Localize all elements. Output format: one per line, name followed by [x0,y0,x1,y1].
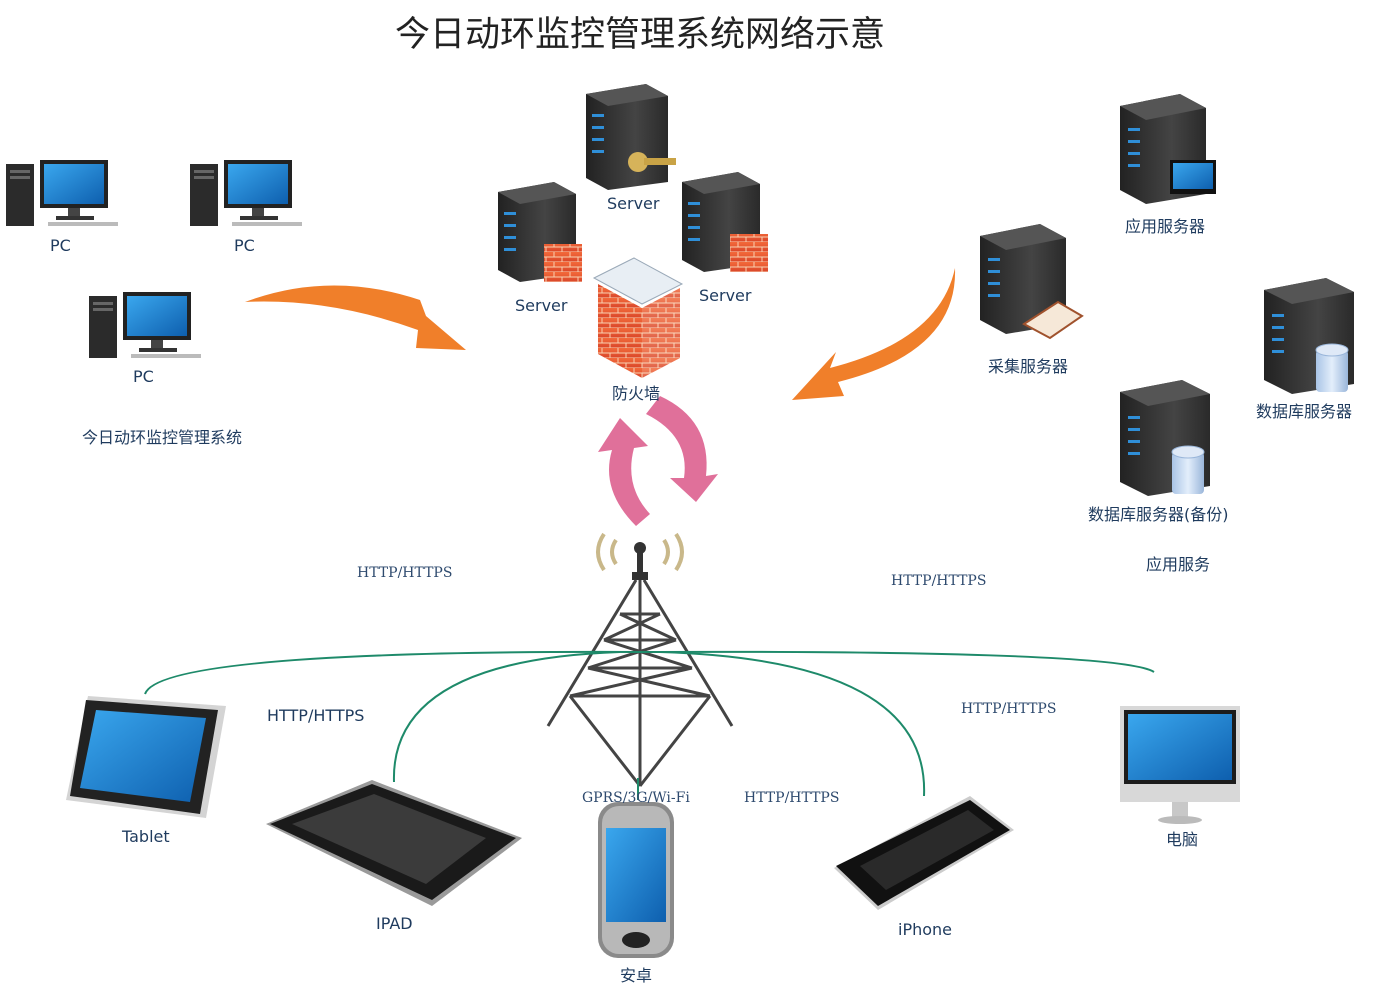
desktop-computer-icon [1120,706,1240,824]
iphone-icon [834,796,1014,910]
db-server-icon [1264,278,1354,394]
ipad-label: IPAD [376,914,413,933]
db-server-label: 数据库服务器 [1256,402,1353,421]
server-left-icon [498,182,582,282]
app-server-label: 应用服务器 [1125,217,1206,236]
app-service-group-label: 应用服务 [1146,555,1211,574]
android-label: 安卓 [620,966,653,985]
arrow-clients-to-firewall-icon [245,285,466,350]
pc-3-icon [89,292,201,358]
tablet-label: Tablet [122,827,170,846]
server-top-icon [586,84,676,190]
pc-3-label: PC [133,367,154,386]
cell-tower-icon [546,532,734,787]
arrow-servers-to-firewall-icon [792,268,956,400]
protocol-label-android-iphone: HTTP/HTTPS [744,790,840,806]
pc-2-label: PC [234,236,255,255]
server-top-label: Server [607,194,660,213]
computer-label: 电脑 [1166,830,1199,849]
sync-arrow-right-icon [646,396,718,502]
server-left-label: Server [515,296,568,315]
collect-server-icon [980,224,1084,340]
link-lines [144,650,1155,800]
pc-1-icon [6,160,118,226]
pc-2-icon [190,160,302,226]
ipad-icon [266,780,522,906]
protocol-label-iphone-pc: HTTP/HTTPS [961,701,1057,717]
sync-arrow-left-icon [598,418,650,526]
server-right-icon [682,172,768,272]
protocol-label-right-top: HTTP/HTTPS [891,573,987,589]
protocol-label-tablet-ipad: HTTP/HTTPS [267,706,365,725]
iphone-label: iPhone [898,920,953,939]
protocol-label-left-top: HTTP/HTTPS [357,565,453,581]
server-right-label: Server [699,286,752,305]
app-server-icon [1120,94,1216,204]
page-title: 今日动环监控管理系统网络示意 [395,15,886,55]
db-backup-server-icon [1120,380,1210,496]
db-backup-server-label: 数据库服务器(备份) [1088,505,1229,524]
pc-1-label: PC [50,236,71,255]
tablet-icon [66,696,226,818]
protocol-label-tower: GPRS/3G/Wi-Fi [582,790,690,806]
firewall-icon [592,257,684,378]
android-phone-icon [598,802,674,958]
collect-server-label: 采集服务器 [988,357,1069,376]
client-group-label: 今日动环监控管理系统 [82,428,243,447]
firewall-label: 防火墙 [612,384,661,403]
